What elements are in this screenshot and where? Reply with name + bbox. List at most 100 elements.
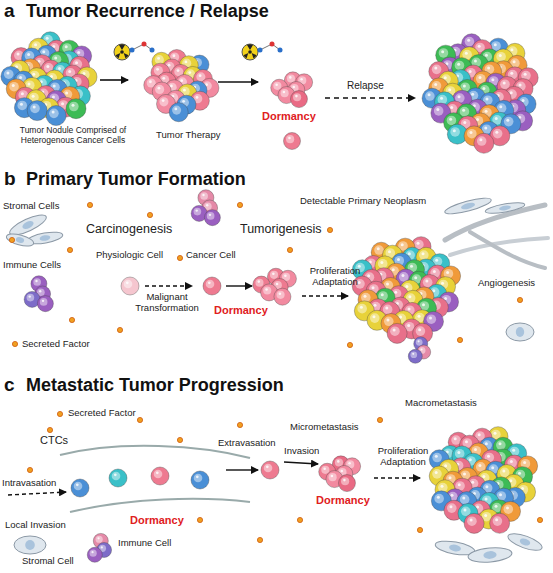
cell: [46, 106, 66, 126]
cell: [169, 103, 188, 122]
stromal-cell: [467, 546, 512, 564]
cell: [387, 323, 407, 343]
cell: [474, 133, 494, 153]
label: Stromal Cell: [22, 556, 74, 567]
stromal-cell: [506, 323, 534, 341]
label: Angiogenesis: [478, 278, 535, 289]
secreted-factor: [237, 202, 242, 207]
label: Stromal Cells: [3, 201, 60, 212]
panel-title: c: [4, 374, 15, 396]
label: Tumorigenesis: [240, 222, 322, 236]
secreted-factor: [12, 341, 17, 346]
stromal-cell: [506, 530, 544, 554]
secreted-factor: [287, 247, 292, 252]
cell: [338, 475, 355, 492]
label: Secreted Factor: [22, 339, 90, 350]
cell: [204, 210, 220, 226]
secreted-factor: [377, 417, 382, 422]
secreted-factor: [67, 247, 72, 252]
arrow: [8, 492, 66, 495]
label: Cancer Cell: [186, 250, 236, 261]
secreted-factor: [297, 517, 302, 522]
panel-title: Primary Tumor Formation: [26, 169, 246, 190]
stromal-cell: [14, 536, 46, 554]
cell: [109, 469, 127, 487]
stromal-cell: [485, 201, 526, 216]
label: Secreted Factor: [68, 408, 136, 419]
panel-title: b: [4, 168, 16, 190]
secreted-factor: [69, 317, 74, 322]
secreted-factor: [137, 417, 142, 422]
secreted-factor: [417, 527, 422, 532]
cell: [66, 99, 86, 119]
cell: [290, 91, 307, 108]
cell: [121, 277, 139, 295]
cell: [191, 471, 209, 489]
arrow: [145, 285, 192, 286]
label: Relapse: [347, 80, 384, 92]
cell: [284, 133, 301, 150]
label: Immune Cell: [118, 538, 171, 549]
secreted-factor: [347, 342, 352, 347]
arrow: [325, 97, 415, 99]
label: Detectable Primary Neoplasm: [300, 196, 426, 207]
arrow: [100, 79, 128, 81]
arrow: [218, 81, 258, 83]
secreted-factor: [327, 227, 332, 232]
label: Tumor Therapy: [156, 130, 220, 141]
cell: [37, 296, 53, 312]
label: Physiologic Cell: [96, 250, 163, 261]
label: Extravasation: [218, 438, 276, 449]
label: Carcinogenesis: [86, 222, 172, 236]
secreted-factor: [197, 517, 202, 522]
therapy-icon: [114, 42, 155, 61]
secreted-factor: [457, 337, 462, 342]
label: Dormancy: [316, 494, 370, 507]
label: Dormancy: [262, 110, 316, 123]
panel-title: Tumor Recurrence / Relapse: [26, 1, 269, 22]
cell: [203, 277, 221, 295]
secreted-factor: [57, 411, 62, 416]
label: Tumor Nodule Comprised of Heterogenous C…: [3, 126, 143, 146]
label: CTCs: [40, 434, 68, 447]
cell: [464, 513, 484, 533]
cell: [274, 288, 291, 305]
arrow: [374, 477, 420, 478]
secreted-factor: [117, 327, 122, 332]
secreted-factor: [87, 202, 92, 207]
secreted-factor: [47, 427, 52, 432]
secreted-factor: [177, 437, 182, 442]
secreted-factor: [27, 467, 32, 472]
blood-vessel: [470, 232, 545, 268]
cell: [71, 479, 89, 497]
label: Proliferation Adaptation: [304, 266, 366, 288]
secreted-factor: [177, 255, 182, 260]
cell: [87, 547, 102, 562]
label: Dormancy: [130, 514, 184, 527]
panel-title: Metastatic Tumor Progression: [26, 375, 284, 396]
label: Proliferation Adaptation: [372, 446, 434, 468]
vessel-wall: [70, 499, 250, 512]
secreted-factor: [517, 297, 522, 302]
cell: [261, 461, 279, 479]
arrow: [284, 462, 318, 464]
label: Invasion: [284, 446, 319, 457]
stromal-cell: [444, 195, 493, 217]
label: Malignant Transformation: [128, 292, 206, 314]
blood-vessel: [450, 238, 548, 255]
stromal-cell: [5, 232, 35, 249]
label: Immune Cells: [3, 260, 61, 271]
secreted-factor: [237, 422, 242, 427]
secreted-factor: [537, 517, 542, 522]
therapy-icon: [242, 42, 283, 61]
secreted-factor: [9, 237, 14, 242]
label: Dormancy: [214, 304, 268, 317]
label: Local Invasion: [5, 520, 66, 531]
cell: [490, 513, 510, 533]
arrow: [226, 469, 258, 470]
label: Micrometastasis: [290, 422, 359, 433]
panel-title: a: [4, 0, 15, 22]
arrow: [226, 285, 252, 286]
cell: [408, 349, 422, 363]
